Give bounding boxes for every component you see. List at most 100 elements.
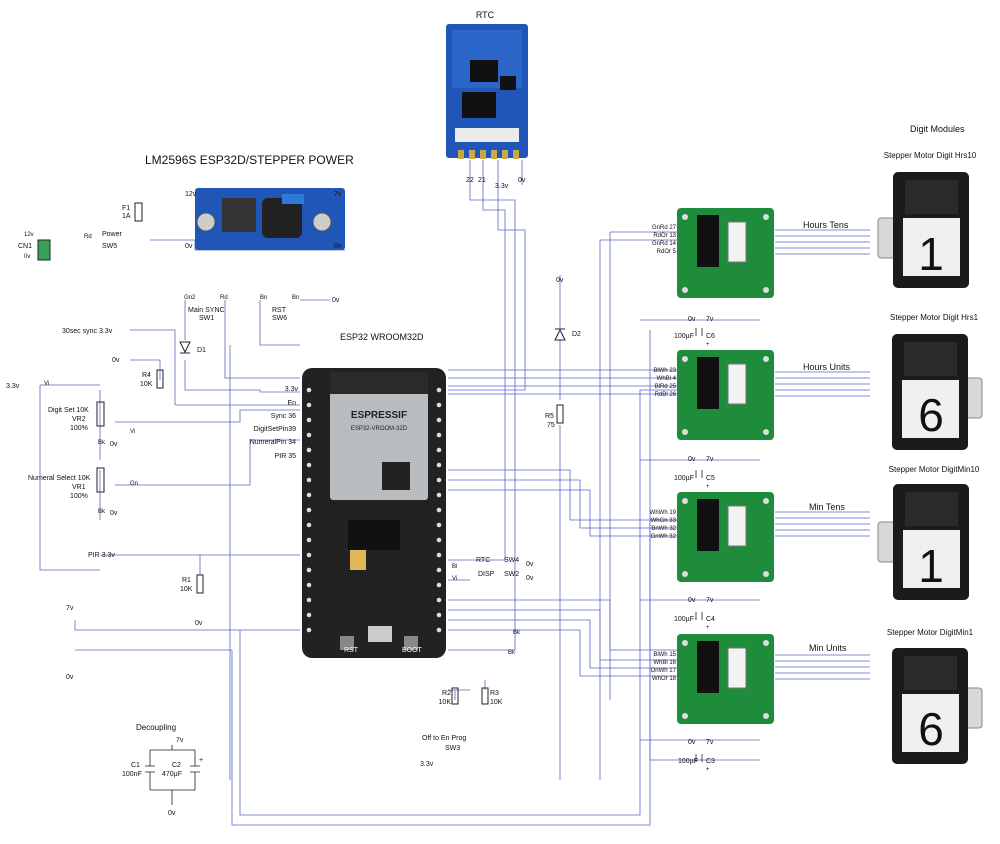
- esp-pin-1: En: [287, 400, 296, 407]
- power-in-0v: 0v: [185, 243, 193, 250]
- r3-value: 10K: [490, 699, 503, 706]
- c1-value: 100nF: [122, 771, 142, 778]
- d2-0v: 0v: [556, 277, 564, 284]
- driver-hours-tens: GnRd 27 RdOr 13 GnRd 14 RdOr 5 Hours Ten…: [652, 208, 849, 298]
- cap-c5: 0v 7v 100µF C5 +: [674, 456, 715, 490]
- esp-rst-button: RST: [344, 647, 359, 654]
- rtc-pin-3: 0v: [518, 177, 526, 184]
- motor-min1-label: Stepper Motor DigitMin1: [887, 628, 974, 637]
- main-sync-id: SW1: [199, 315, 214, 322]
- min10-pin-3: GnWh 32: [651, 534, 677, 540]
- cap-c3: 0v 7v 100µF C3 +: [678, 739, 715, 773]
- min10-label: Min Tens: [809, 502, 845, 512]
- led-d2: 0v D2 R5 75: [545, 277, 581, 429]
- min10-pin-2: BnWh 32: [651, 526, 676, 532]
- rtc-title: RTC: [476, 10, 495, 20]
- c4-7v: 7v: [706, 597, 714, 604]
- c3-0v: 0v: [688, 739, 696, 746]
- r5-id: R5: [545, 413, 554, 420]
- esp-pin-3: DigitSetPin39: [254, 426, 297, 433]
- sw2-id: SW2: [504, 571, 519, 578]
- c2-value: 470µF: [162, 771, 182, 778]
- r1-id: R1: [182, 577, 191, 584]
- min10-pin-1: WhGn 33: [651, 518, 677, 524]
- c2-plus: +: [199, 757, 203, 764]
- hrs10-label: Hours Tens: [803, 220, 849, 230]
- hrs1-label: Hours Units: [803, 362, 851, 372]
- power-section: LM2596S ESP32D/STEPPER POWER 12v 7v 0v 0…: [18, 153, 354, 261]
- power-switch-id: SW5: [102, 243, 117, 250]
- main-sync-net-b: Rd: [220, 295, 228, 301]
- vr1-bk: Bk: [98, 509, 106, 515]
- sw-rtc-label: RTC: [476, 557, 490, 564]
- esp-boot-button: BOOT: [402, 647, 423, 654]
- vr2-id: VR2: [72, 416, 86, 423]
- rst-id: SW6: [272, 315, 287, 322]
- driver-hours-units: BlWh 23 WhBl 4 BlRd 25 RdBl 26 Hours Uni…: [653, 350, 851, 440]
- bk-b: Bk: [508, 650, 516, 656]
- left-7v: 7v: [66, 605, 74, 612]
- vr2-percent: 100%: [70, 425, 88, 432]
- min1-pin-3: WhOr 18: [652, 676, 677, 682]
- min1-pin-2: OnWh 17: [651, 668, 677, 674]
- r4-value: 10K: [140, 381, 153, 388]
- r1-0v: 0v: [195, 620, 203, 627]
- r2-value: 10K: [439, 699, 452, 706]
- c5-id: C5: [706, 475, 715, 482]
- r1-value: 10K: [180, 586, 193, 593]
- esp-pin-2: Sync 36: [271, 413, 296, 420]
- c5-0v: 0v: [688, 456, 696, 463]
- decoupling-0v: 0v: [168, 810, 176, 817]
- min1-pin-1: WhBl 16: [653, 660, 676, 666]
- c4-0v: 0v: [688, 597, 696, 604]
- c4-id: C4: [706, 616, 715, 623]
- r3-id: R3: [490, 690, 499, 697]
- c6-value: 100µF: [674, 333, 694, 340]
- driver-min-tens: WhWh 19 WhGn 33 BnWh 32 GnWh 32 Min Tens: [650, 492, 845, 582]
- c6-7v: 7v: [706, 316, 714, 323]
- bk-a: Bk: [513, 630, 521, 636]
- rtc-module: RTC 22 21 3.3v 0v: [446, 10, 528, 190]
- sw2-0v: 0v: [526, 575, 534, 582]
- c5-value: 100µF: [674, 475, 694, 482]
- hrs1-pin-1: WhBl 4: [657, 376, 677, 382]
- c1-id: C1: [131, 762, 140, 769]
- digit-set-label: Digit Set 10K: [48, 407, 89, 414]
- power-out-0v: 0v: [334, 243, 342, 250]
- rtc-pin-2: 3.3v: [495, 183, 509, 190]
- d2-label: D2: [572, 331, 581, 338]
- r5-value: 75: [547, 422, 555, 429]
- vr1-id: VR1: [72, 484, 86, 491]
- switch-cluster: RTC SW4 0v DISP SW2 0v Bl Vi Bk Bk R2 10…: [420, 557, 534, 768]
- rtc-pin-1: 21: [478, 177, 486, 184]
- cap-c4: 0v 7v 100µF C4 +: [674, 597, 715, 631]
- vr1-gn: Gn: [130, 481, 138, 487]
- c5-plus: +: [706, 484, 710, 490]
- esp-model: ESP32-VROOM-32D: [351, 426, 408, 432]
- hrs10-pin-1: RdOr 13: [653, 233, 676, 239]
- motor-hrs10-digit: 1: [918, 228, 944, 280]
- motor-hrs10: Stepper Motor Digit Hrs10 1: [877, 151, 977, 288]
- motor-min10-label: Stepper Motor DigitMin10: [889, 465, 980, 474]
- motor-hrs10-label: Stepper Motor Digit Hrs10: [884, 151, 977, 160]
- left-supply: 3.3v: [6, 383, 20, 390]
- esp-brand: ESPRESSIF: [351, 410, 407, 421]
- motor-hrs1-digit: 6: [918, 389, 944, 441]
- c3-id: C3: [706, 758, 715, 765]
- min1-label: Min Units: [809, 643, 847, 653]
- sw4-id: SW4: [504, 557, 519, 564]
- motor-hrs1: Stepper Motor Digit Hrs1 6: [890, 313, 983, 450]
- c4-value: 100µF: [674, 616, 694, 623]
- sw3-id: SW3: [445, 745, 460, 752]
- decoupling: Decoupling 7v C1 100nF C2 470µF + 0v: [122, 723, 203, 817]
- r4-id: R4: [142, 372, 151, 379]
- cn1-id: CN1: [18, 243, 32, 250]
- vr2-0v: 0v: [110, 441, 118, 448]
- sync-0v: 0v: [112, 357, 120, 364]
- c2-id: C2: [172, 762, 181, 769]
- c3-7v: 7v: [706, 739, 714, 746]
- power-title: LM2596S ESP32D/STEPPER POWER: [145, 153, 354, 167]
- c6-id: C6: [706, 333, 715, 340]
- decoupling-title: Decoupling: [136, 723, 176, 732]
